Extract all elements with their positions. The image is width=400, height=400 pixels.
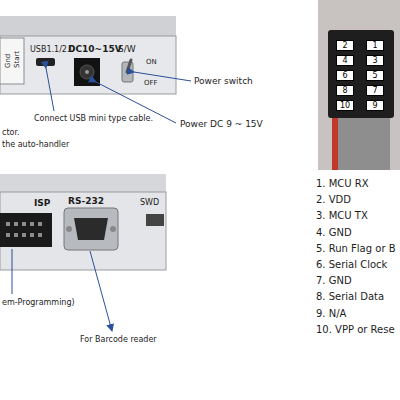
leader-line: [46, 68, 54, 111]
dc-socket: [80, 65, 94, 79]
callout-text: the auto-handler: [2, 140, 69, 149]
pin-number: 1: [366, 40, 384, 51]
switch-label: ON: [146, 58, 157, 66]
port-label: S/W: [118, 44, 136, 54]
port-label: ISP: [34, 198, 50, 208]
pin-name: 4. GND: [316, 227, 352, 239]
pin-name: 9. N/A: [316, 308, 346, 320]
callout-text: For Barcode reader: [80, 335, 157, 344]
ribbon-stripe: [332, 118, 338, 170]
leader-line: [134, 72, 191, 81]
port-label: RS-232: [68, 196, 104, 206]
idc-housing: [328, 30, 394, 118]
db9-shell: [64, 208, 118, 250]
callout-text: Connect USB mini type cable.: [34, 114, 153, 123]
device-body: [0, 16, 176, 94]
connector-photo: [318, 0, 400, 170]
device-body: [0, 174, 166, 270]
pin-name: 2. VDD: [316, 194, 351, 206]
port-label: SWD: [140, 198, 159, 207]
db9-connector: [74, 218, 108, 240]
pin-number: 6: [336, 70, 354, 81]
usb-port: [36, 58, 55, 66]
pin-name: 8. Serial Data: [316, 291, 384, 303]
db9-screw: [110, 226, 116, 232]
callout-text: em-Programming): [2, 298, 75, 307]
pin-name: 7. GND: [316, 275, 352, 287]
pin-name: 6. Serial Clock: [316, 259, 387, 271]
header-pins: [6, 222, 42, 237]
side-label: Start: [13, 51, 21, 68]
port-label: USB1.1/2.0: [30, 45, 75, 54]
isp-header: [0, 213, 52, 247]
port-label: DC10~15V: [68, 44, 122, 54]
side-label: Gnd: [4, 54, 12, 68]
pin-number: 3: [366, 55, 384, 66]
pin-number: 4: [336, 55, 354, 66]
pin-number: 10: [336, 100, 354, 111]
pin-number: 5: [366, 70, 384, 81]
callout-text: Power switch: [194, 76, 253, 86]
pin-number: 8: [336, 85, 354, 96]
db9-screw: [66, 226, 72, 232]
switch-label: OFF: [144, 79, 158, 87]
leader-line: [90, 251, 112, 331]
switch-lever: [127, 60, 131, 72]
pin-number: 2: [336, 40, 354, 51]
callout-text: Power DC 9 ~ 15V: [180, 119, 263, 129]
pin-name: 3. MCU TX: [316, 210, 368, 222]
front-panel: [0, 36, 176, 94]
pin-name: 10. VPP or Rese: [316, 324, 395, 336]
rear-panel: [0, 192, 166, 270]
dc-pin: [85, 70, 89, 74]
leader-line: [12, 249, 13, 294]
callout-text: ctor.: [2, 128, 20, 137]
dc-jack: [74, 58, 100, 86]
pin-name: 5. Run Flag or B: [316, 243, 396, 255]
swd-port: [146, 214, 164, 226]
ribbon-cable: [332, 118, 390, 170]
pin-number: 7: [366, 85, 384, 96]
pin-name: 1. MCU RX: [316, 178, 369, 190]
pin-number: 9: [366, 100, 384, 111]
terminal-block: [0, 38, 24, 84]
